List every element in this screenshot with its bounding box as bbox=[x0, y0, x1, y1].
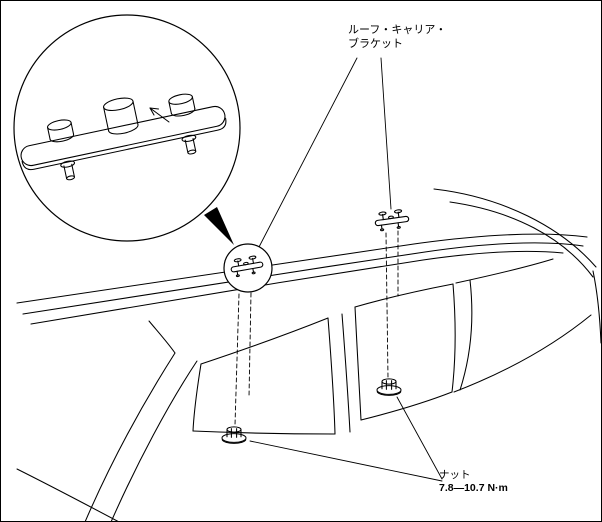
cowl-line bbox=[16, 468, 119, 521]
roof-carrier-bracket-label-line2: ブラケット bbox=[348, 38, 403, 50]
belt-line bbox=[453, 314, 592, 393]
callout-circle bbox=[223, 243, 273, 293]
dashed-projection-lines bbox=[234, 230, 399, 426]
car-outline bbox=[16, 188, 601, 521]
nut-label-text: ナット bbox=[439, 469, 471, 481]
detail-arrow-icon bbox=[149, 107, 170, 123]
magnifier-detail-circle bbox=[13, 14, 241, 242]
dashed-projection-line bbox=[234, 293, 240, 426]
rear-roof-outer bbox=[433, 188, 597, 268]
dashed-projection-line bbox=[385, 232, 389, 379]
roof-carrier-bracket-label: ルーフ・キャリア・ ブラケット bbox=[348, 23, 446, 51]
torque-value: 7.8—10.7 N·m bbox=[439, 482, 508, 494]
nut-label: ナット 7.8—10.7 N·m bbox=[439, 469, 508, 495]
roof-carrier-bracket-label-line1: ルーフ・キャリア・ bbox=[348, 24, 447, 36]
flange-nut-right-icon bbox=[376, 378, 402, 396]
bracket-detail-drawing bbox=[20, 93, 227, 181]
rear-roof-inner bbox=[449, 201, 594, 278]
dashed-projection-line bbox=[248, 292, 252, 398]
leader-line-nut-right bbox=[396, 396, 443, 480]
leader-lines bbox=[249, 57, 443, 482]
roof-bracket-right-icon bbox=[373, 208, 411, 232]
flange-nut-left-icon bbox=[221, 426, 247, 444]
b-pillar-front bbox=[327, 317, 336, 435]
pointer-wedge-icon bbox=[204, 207, 234, 245]
c-pillar bbox=[459, 279, 473, 391]
a-pillar-inner bbox=[110, 360, 198, 521]
b-pillar-rear bbox=[341, 313, 351, 433]
leader-line-bracket-right bbox=[380, 57, 392, 210]
leader-line-nut-left bbox=[249, 440, 443, 482]
leader-line-bracket-left bbox=[258, 57, 358, 248]
a-pillar-outer bbox=[84, 352, 176, 521]
